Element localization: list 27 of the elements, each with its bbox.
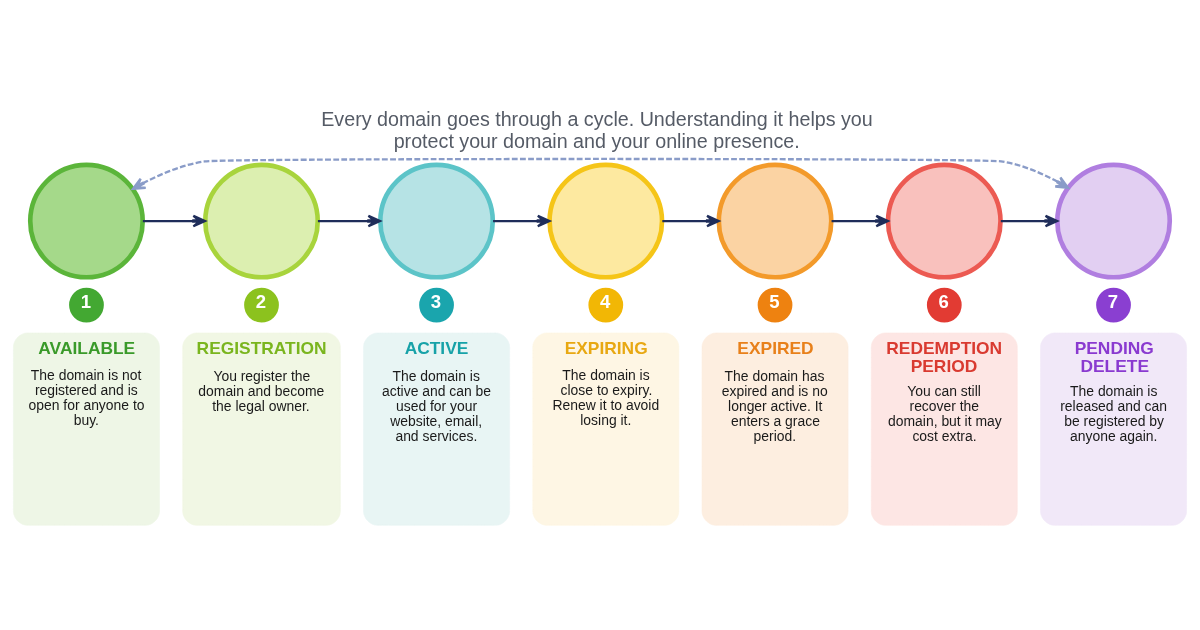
node-box: REGISTRATION You register the domain and become the legal owner.	[182, 332, 341, 526]
node-circle: 2	[241, 284, 282, 325]
node-box: EXPIRING The domain is close to expiry. Renew it to avoid losing it.	[532, 332, 680, 526]
node-box: AVAILABLE The domain is not registered and is open for anyone to buy.	[13, 332, 160, 526]
node-circle: 6	[924, 284, 964, 325]
node-circle: 7	[1093, 284, 1134, 325]
arrow	[317, 214, 382, 227]
node-box: REDEMPTION PERIOD You can still recover the domain, but it may cost extra.	[870, 332, 1018, 526]
node-circle: 5	[755, 284, 795, 325]
node-box: PENDING DELETE The domain is released and can be registered by anyone again.	[1040, 332, 1187, 526]
node-box: EXPIRED The domain has expired and is no longer active. It enters a grace period.	[701, 332, 849, 526]
arrow	[142, 214, 207, 227]
node-circle	[547, 162, 665, 280]
arrow	[1000, 214, 1059, 227]
node-circle: 1	[66, 284, 107, 325]
node-circle	[716, 162, 834, 280]
node-circle: 3	[416, 284, 457, 325]
diagram-title: Every domain goes through a cycle. Understanding it helps you protect your domain and your online presence.	[321, 107, 873, 152]
node-box: ACTIVE The domain is active and can be used for your website, email, and services.	[363, 332, 510, 526]
arrow	[131, 157, 1070, 190]
node-circle	[378, 162, 496, 280]
arrow	[493, 214, 551, 227]
arrow	[662, 214, 720, 227]
node-circle: 4	[586, 284, 626, 325]
node-circle	[202, 162, 321, 280]
arrow	[831, 214, 890, 227]
node-circle	[885, 162, 1003, 280]
